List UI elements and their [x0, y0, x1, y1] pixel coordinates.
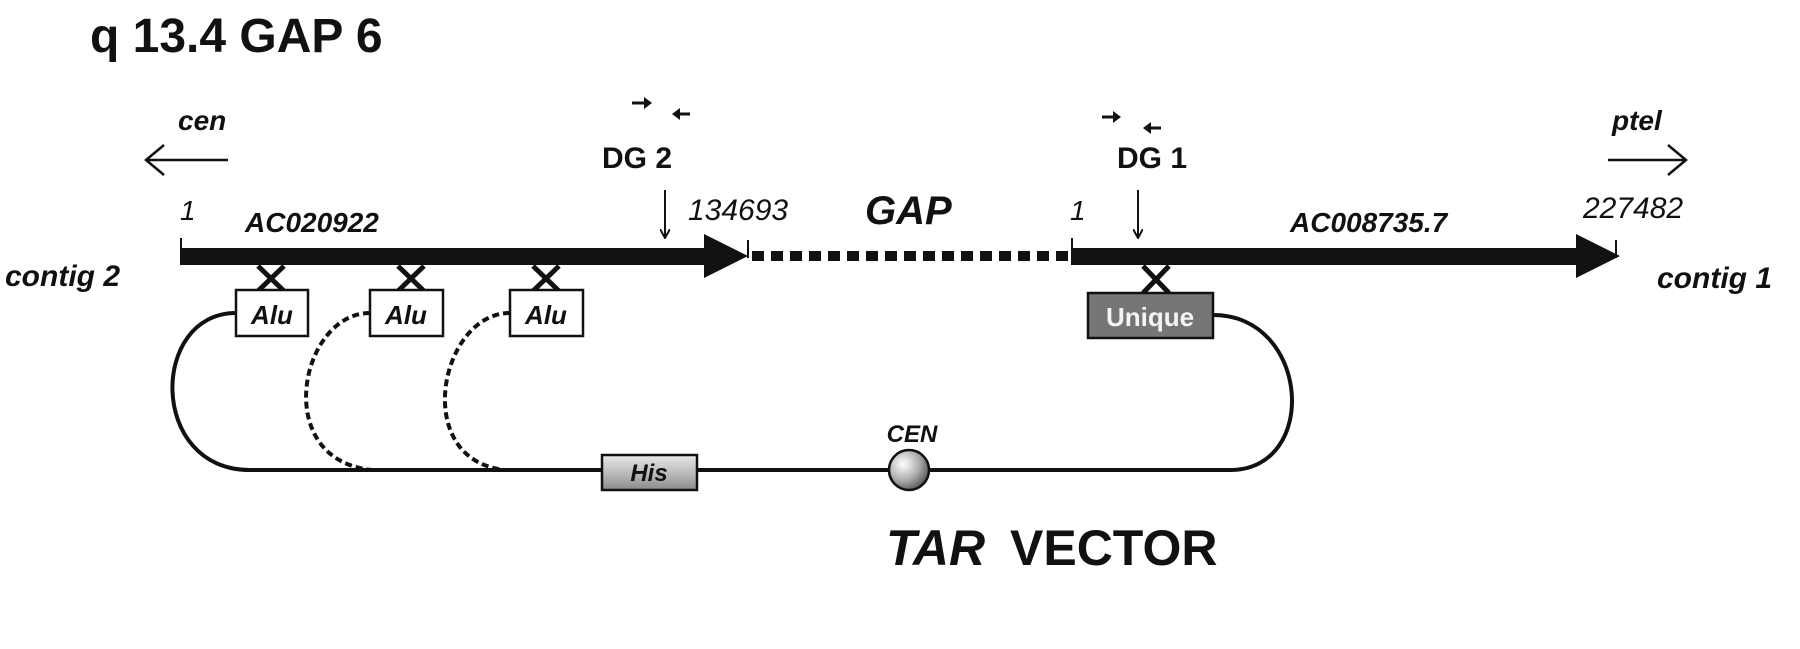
- contig1-label: contig 1: [1657, 262, 1772, 295]
- alternative-vector-arc: [304, 311, 373, 472]
- svg-text:Alu: Alu: [250, 300, 293, 330]
- svg-text:Alu: Alu: [384, 300, 427, 330]
- primer-arrows-icon: [632, 97, 690, 120]
- contig2-label: contig 2: [5, 260, 120, 293]
- contig2-bar: [180, 234, 749, 278]
- figure-title: q 13.4 GAP 6: [90, 10, 383, 63]
- vector-name-vector: VECTOR: [1010, 520, 1217, 576]
- primer-dg1-label: DG 1: [1117, 142, 1187, 175]
- right-arrow-icon: [1608, 144, 1688, 176]
- contig2-end: 134693: [688, 194, 788, 227]
- primer-dg2-label: DG 2: [602, 142, 672, 175]
- contig1-start: 1: [1070, 195, 1086, 226]
- primer-arrows-icon: [1102, 111, 1161, 134]
- contig1-bar: [1071, 234, 1620, 278]
- alu-box: Alu: [368, 288, 445, 338]
- his-marker-box: His: [600, 453, 699, 492]
- alu-box: Alu: [508, 288, 585, 338]
- svg-text:His: His: [630, 460, 667, 487]
- left-arrow-icon: [144, 144, 228, 176]
- crossover-x-icon: [256, 264, 1171, 295]
- gap-label: GAP: [865, 189, 952, 233]
- alternative-vector-arc: [442, 311, 511, 472]
- contig2-start: 1: [180, 195, 196, 226]
- contig1-accession: AC008735.7: [1289, 207, 1449, 238]
- alu-box: Alu: [234, 288, 310, 338]
- tar-vector-backbone: [170, 311, 1294, 472]
- cen-label: CEN: [887, 421, 938, 448]
- contig2-accession: AC020922: [244, 207, 379, 238]
- vector-name-tar: TAR: [886, 520, 985, 576]
- svg-text:Unique: Unique: [1106, 302, 1194, 332]
- svg-text:Alu: Alu: [524, 300, 567, 330]
- ptel-direction-label: ptel: [1611, 105, 1663, 136]
- unique-box: Unique: [1086, 291, 1215, 340]
- centromere-sphere-icon: [887, 448, 931, 492]
- cen-direction-label: cen: [178, 105, 226, 136]
- contig1-end: 227482: [1582, 192, 1683, 225]
